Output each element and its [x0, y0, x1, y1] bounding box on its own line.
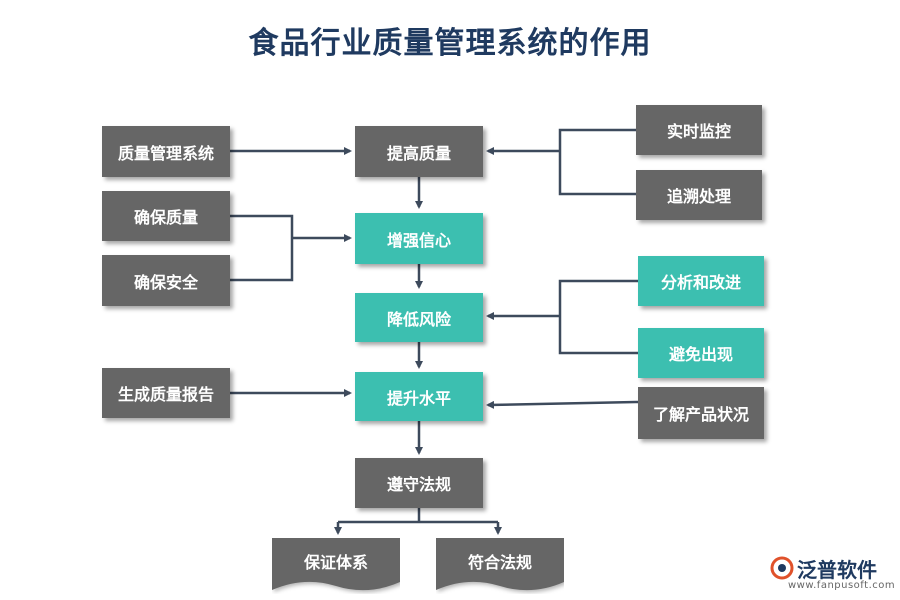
- box-reduce-risk: 降低风险: [355, 293, 483, 342]
- doc-guarantee-label: 保证体系: [303, 553, 368, 572]
- box-realtime-monitor: 实时监控: [636, 105, 762, 155]
- box-trace: 追溯处理: [636, 170, 762, 220]
- bracket-left-mid: [230, 214, 294, 282]
- box-improve-quality: 提高质量: [355, 126, 483, 177]
- doc-guarantee-system: 保证体系: [272, 538, 400, 594]
- box-raise-level: 提升水平: [355, 372, 483, 421]
- doc-meet-regulation: 符合法规: [436, 538, 564, 594]
- box-avoid: 避免出现: [638, 328, 764, 378]
- box-qms: 质量管理系统: [102, 126, 230, 177]
- logo-url: www.fanpusoft.com: [788, 580, 896, 591]
- box-comply: 遵守法规: [355, 458, 483, 508]
- doc-regulation-label: 符合法规: [467, 553, 532, 572]
- box-ensure-quality: 确保质量: [102, 191, 230, 241]
- box-enhance-confidence: 增强信心: [355, 213, 483, 264]
- arrow-product-to-level: [486, 400, 639, 409]
- box-analyze: 分析和改进: [638, 256, 764, 306]
- bracket-right-mid: [558, 279, 638, 355]
- bracket-right-top: [558, 128, 636, 196]
- logo-name: 泛普软件: [797, 558, 877, 582]
- fanpu-logo-icon: [770, 556, 794, 580]
- box-know-product: 了解产品状况: [638, 387, 764, 439]
- box-ensure-safety: 确保安全: [102, 255, 230, 306]
- box-gen-report: 生成质量报告: [102, 368, 230, 418]
- diagram-title: 食品行业质量管理系统的作用: [248, 26, 652, 61]
